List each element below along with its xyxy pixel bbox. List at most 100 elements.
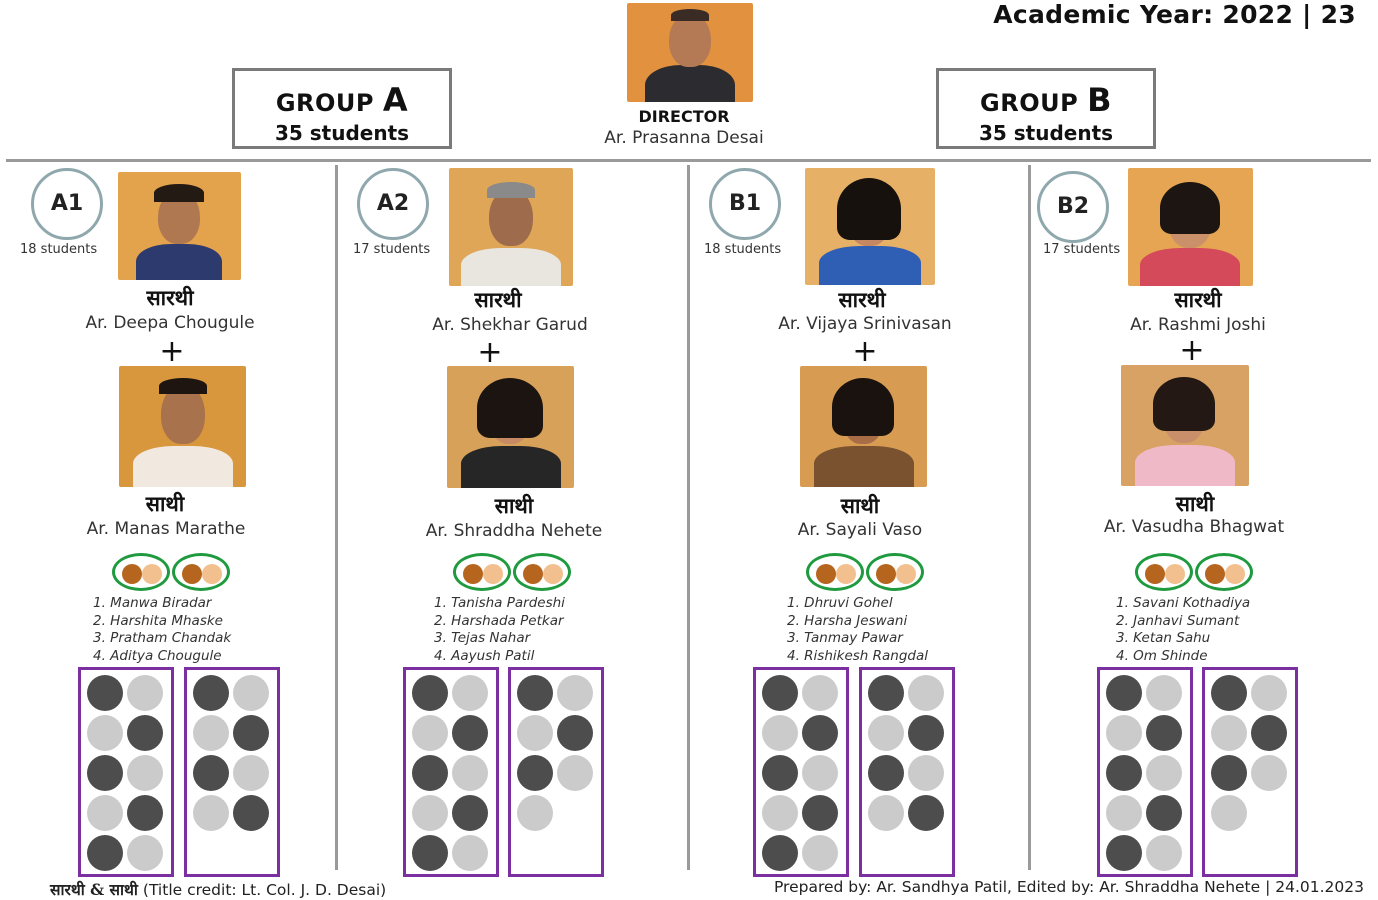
divider-horizontal — [6, 159, 1371, 162]
student-dot — [1251, 715, 1287, 751]
list-item: 2. Harsha Jeswani — [787, 612, 908, 629]
student-dot — [87, 795, 123, 831]
sathi-name: Ar. Manas Marathe — [86, 519, 246, 539]
sarathi-label: सारथी — [474, 287, 522, 312]
student-dot — [802, 755, 838, 791]
sathi-photo — [1121, 365, 1249, 486]
student-dot — [233, 755, 269, 791]
student-dot — [557, 675, 593, 711]
sarathi-name: Ar. Rashmi Joshi — [1130, 315, 1266, 335]
student-dot — [802, 675, 838, 711]
list-item: 4. Aayush Patil — [434, 647, 535, 664]
student-grid-2 — [184, 667, 280, 877]
student-dot — [193, 675, 229, 711]
sathi-photo — [447, 366, 574, 488]
sathi-name: Ar. Shraddha Nehete — [425, 521, 603, 541]
pair-oval — [513, 553, 571, 591]
sarathi-name: Ar. Vijaya Srinivasan — [778, 314, 952, 334]
group-b-word: GROUP — [980, 89, 1079, 117]
student-dot — [1106, 835, 1142, 871]
student-grid-2 — [1202, 667, 1298, 877]
student-grid-2 — [508, 667, 604, 877]
student-dot — [452, 795, 488, 831]
column-a2: A2 17 students सारथी Ar. Shekhar Garud +… — [340, 162, 680, 882]
plus-sign: + — [159, 334, 185, 369]
sarathi-name: Ar. Shekhar Garud — [432, 315, 588, 335]
student-dot — [517, 715, 553, 751]
sarathi-label: सारथी — [146, 285, 194, 310]
student-dot — [1211, 675, 1247, 711]
representative-list: 1. Dhruvi Gohel 2. Harsha Jeswani 3. Tan… — [787, 595, 928, 665]
student-dot — [412, 835, 448, 871]
divider-vertical-1 — [335, 165, 338, 870]
student-count: 18 students — [704, 242, 782, 257]
student-dot — [127, 835, 163, 871]
list-item: 4. Rishikesh Rangdal — [787, 647, 929, 664]
representative-list: 1. Savani Kothadiya 2. Janhavi Sumant 3.… — [1116, 595, 1250, 665]
student-count: 18 students — [20, 242, 98, 257]
student-dot — [193, 715, 229, 751]
student-dot — [233, 715, 269, 751]
student-dot — [868, 795, 904, 831]
plus-sign: + — [1179, 333, 1205, 368]
pair-oval — [1195, 553, 1253, 591]
student-dot — [517, 795, 553, 831]
student-dot — [1146, 835, 1182, 871]
student-dot — [1146, 675, 1182, 711]
student-dot — [127, 755, 163, 791]
footer-title: सारथी & साथी — [50, 880, 138, 899]
student-dot — [452, 675, 488, 711]
footer-credit: सारथी & साथी (Title credit: Lt. Col. J. … — [50, 878, 386, 900]
student-count: 17 students — [1043, 242, 1121, 257]
student-dot — [193, 795, 229, 831]
pair-oval — [112, 553, 170, 591]
badge-a1: A1 — [31, 168, 103, 240]
plus-sign: + — [852, 334, 878, 369]
badge-a2: A2 — [357, 168, 429, 240]
student-dot — [517, 675, 553, 711]
list-item: 1. Savani Kothadiya — [1116, 595, 1251, 611]
representative-pairs — [453, 553, 575, 593]
student-dot — [452, 755, 488, 791]
representative-pairs — [112, 553, 234, 593]
student-dot — [557, 755, 593, 791]
sathi-name: Ar. Sayali Vaso — [797, 520, 923, 540]
list-item: 1. Manwa Biradar — [93, 595, 212, 611]
student-dot — [762, 835, 798, 871]
student-dot — [87, 755, 123, 791]
student-dot — [193, 755, 229, 791]
sarathi-photo — [1128, 168, 1253, 286]
footer-prepared-by: Prepared by: Ar. Sandhya Patil, Edited b… — [773, 878, 1364, 896]
student-dot — [908, 675, 944, 711]
column-a1: A1 18 students सारथी Ar. Deepa Chougule … — [0, 162, 340, 882]
sathi-label: साथी — [840, 493, 880, 518]
group-b-box: GROUP B 35 students — [936, 68, 1156, 149]
footer-title-credit: (Title credit: Lt. Col. J. D. Desai) — [142, 881, 387, 899]
sathi-label: साथी — [145, 491, 185, 516]
student-dot — [87, 675, 123, 711]
pair-oval — [453, 553, 511, 591]
group-a-word: GROUP — [275, 89, 375, 117]
group-a-count: 35 students — [274, 121, 410, 145]
student-dot — [233, 675, 269, 711]
group-a-letter: A — [382, 81, 409, 119]
student-dot — [452, 715, 488, 751]
student-grid-1 — [403, 667, 499, 877]
list-item: 4. Aditya Chougule — [93, 647, 222, 664]
student-dot — [802, 715, 838, 751]
group-a-box: GROUP A 35 students — [232, 68, 452, 149]
sarathi-label: सारथी — [1174, 287, 1222, 312]
sarathi-photo — [449, 168, 573, 286]
pair-oval — [1135, 553, 1193, 591]
student-dot — [762, 715, 798, 751]
representative-list: 1. Manwa Biradar 2. Harshita Mhaske 3. P… — [93, 595, 231, 665]
student-dot — [762, 675, 798, 711]
list-item: 3. Ketan Sahu — [1116, 630, 1211, 646]
student-grid-1 — [753, 667, 849, 877]
student-grid-2 — [859, 667, 955, 877]
badge-b2: B2 — [1037, 171, 1109, 243]
student-dot — [762, 755, 798, 791]
student-dot — [412, 755, 448, 791]
student-dot — [1106, 675, 1142, 711]
student-dot — [1211, 795, 1247, 831]
